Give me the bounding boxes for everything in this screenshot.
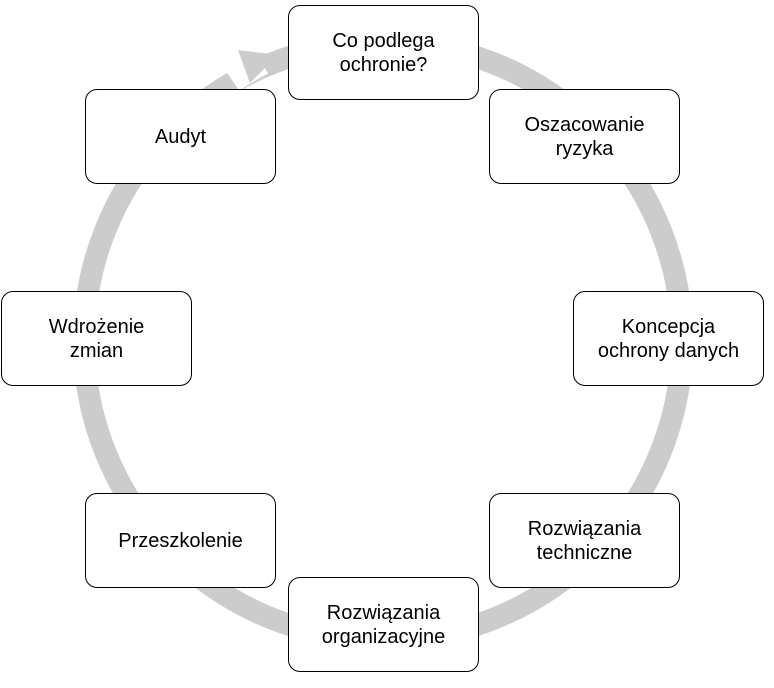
- step-label: Rozwiązania techniczne: [527, 517, 642, 564]
- step-label: Koncepcja ochrony danych: [597, 315, 740, 362]
- step-rozwiazania-organizacyjne: Rozwiązania organizacyjne: [288, 577, 479, 672]
- step-wdrozenie-zmian: Wdrożenie zmian: [1, 291, 192, 386]
- step-label: Co podlega ochronie?: [332, 29, 435, 76]
- step-label: Przeszkolenie: [118, 529, 243, 552]
- step-koncepcja-ochrony-danych: Koncepcja ochrony danych: [573, 291, 764, 386]
- step-co-podlega-ochronie: Co podlega ochronie?: [288, 5, 479, 100]
- step-rozwiazania-techniczne: Rozwiązania techniczne: [489, 493, 680, 588]
- step-audyt: Audyt: [85, 89, 276, 184]
- step-label: Oszacowanie ryzyka: [524, 113, 645, 160]
- step-label: Wdrożenie zmian: [48, 315, 145, 362]
- arrowhead-icon: [238, 50, 278, 83]
- step-label: Rozwiązania organizacyjne: [321, 601, 446, 648]
- step-label: Audyt: [154, 125, 207, 148]
- step-przeszkolenie: Przeszkolenie: [85, 493, 276, 588]
- step-oszacowanie-ryzyka: Oszacowanie ryzyka: [489, 89, 680, 184]
